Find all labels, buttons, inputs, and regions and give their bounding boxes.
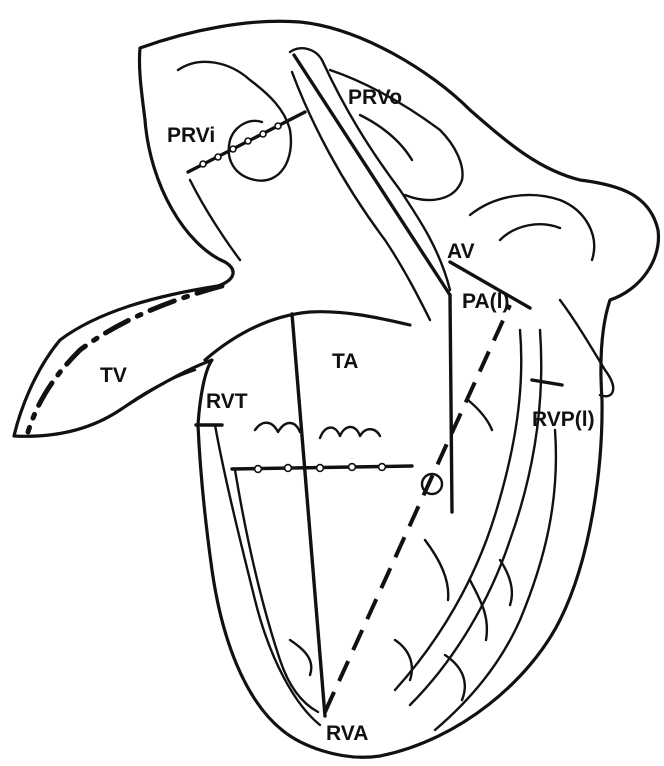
- label-ta: TA: [332, 350, 358, 373]
- heart-outline: [14, 21, 658, 757]
- label-rvp: RVP(l): [532, 408, 595, 431]
- label-rva: RVA: [326, 722, 368, 745]
- ta-chamber-outline: [205, 312, 410, 360]
- label-prvo: PRVo: [348, 86, 402, 109]
- trabeculae: [255, 423, 380, 438]
- pa-cusp: [468, 400, 492, 430]
- rvp-line: [532, 380, 562, 385]
- label-rvt: RVT: [206, 390, 248, 413]
- aortic-arch-inner: [500, 224, 560, 240]
- rv-free-wall-2: [395, 330, 521, 690]
- label-av: AV: [447, 240, 475, 263]
- label-prvi: PRVi: [167, 124, 215, 147]
- prvo-fold-inner: [360, 115, 412, 160]
- prvi-inner-loop: [178, 62, 291, 181]
- septum-wall-2: [235, 470, 318, 712]
- label-pa: PA(l): [462, 290, 509, 313]
- prvi-inner-lower: [190, 180, 240, 260]
- pa-axis-line: [450, 295, 452, 512]
- label-tv: TV: [100, 364, 127, 387]
- aortic-arch: [470, 195, 594, 260]
